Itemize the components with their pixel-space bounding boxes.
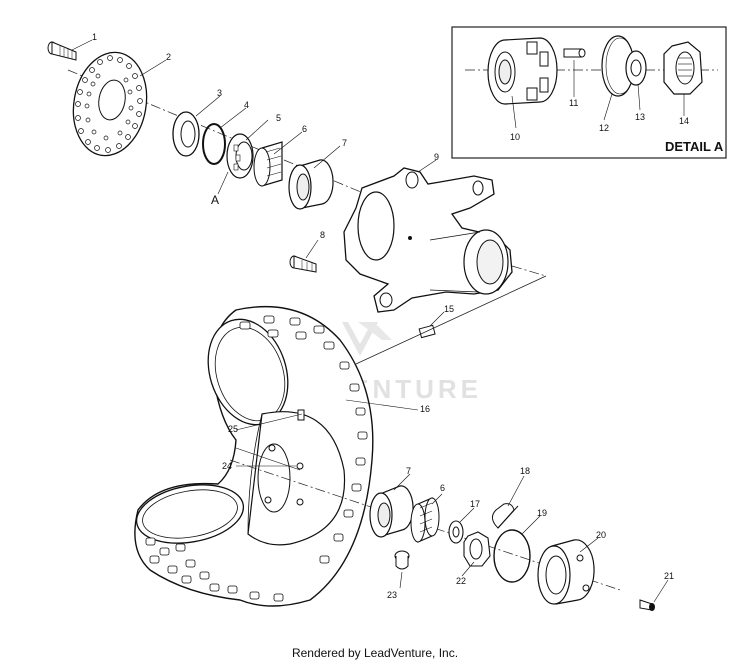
cotter-pin-part [563,48,586,58]
hub-to-wheel-line [355,275,547,365]
label-16: 16 [420,404,430,414]
label-1: 1 [92,32,97,42]
detail-a-box: DETAIL A [451,26,727,159]
bolt-part [47,41,77,61]
label-13: 13 [635,112,645,122]
part-labels: 1 2 3 4 5 6 7 8 9 10 11 12 13 14 15 16 1… [92,32,689,600]
label-5: 5 [276,113,281,123]
label-8: 8 [320,230,325,240]
seal-part [172,111,200,157]
label-3: 3 [217,88,222,98]
tapered-bearing-part [253,141,283,187]
tire-part [134,305,374,607]
lower-washer-part [448,520,464,544]
label-6-lower: 6 [440,483,445,493]
detail-a-callout: A [211,193,219,207]
label-19: 19 [537,508,547,518]
brake-disc-part [72,51,148,157]
lower-cotter-pin-part [492,503,519,529]
label-22: 22 [456,576,466,586]
label-2: 2 [166,52,171,62]
label-21: 21 [664,571,674,581]
label-6: 6 [302,124,307,134]
label-7-lower: 7 [406,466,411,476]
label-17: 17 [470,499,480,509]
hub-cap-part [537,539,595,605]
label-15: 15 [444,304,454,314]
hub-axis-right [511,265,547,277]
washer-part [625,50,647,86]
bearing-part-5 [226,133,254,179]
castle-hub-part [487,37,558,105]
lug-nut-part [394,550,410,570]
label-25: 25 [228,424,238,434]
cap-screw-part [639,599,655,611]
bearing-cup-part [288,159,334,210]
label-12: 12 [599,123,609,133]
hex-nut-part [663,41,703,95]
leader-lines [71,39,669,603]
lower-castle-nut-part [463,531,491,567]
detail-a-title: DETAIL A [665,139,724,154]
label-7: 7 [342,138,347,148]
label-4: 4 [244,100,249,110]
label-20: 20 [596,530,606,540]
label-14: 14 [679,116,689,126]
o-ring-part [493,529,531,583]
hub-knuckle-part [343,167,513,313]
label-23: 23 [387,590,397,600]
footer-credit: Rendered by LeadVenture, Inc. [291,646,459,660]
leader-24a [235,447,301,471]
label-24: 24 [222,461,232,471]
lower-bearing-cup-part [369,485,414,538]
label-18: 18 [520,466,530,476]
label-11: 11 [569,98,578,108]
label-9: 9 [434,152,439,162]
label-10: 10 [510,132,520,142]
lower-tapered-bearing-part [410,497,440,543]
snap-ring-part [202,123,226,165]
hub-bolt-part [289,255,317,273]
